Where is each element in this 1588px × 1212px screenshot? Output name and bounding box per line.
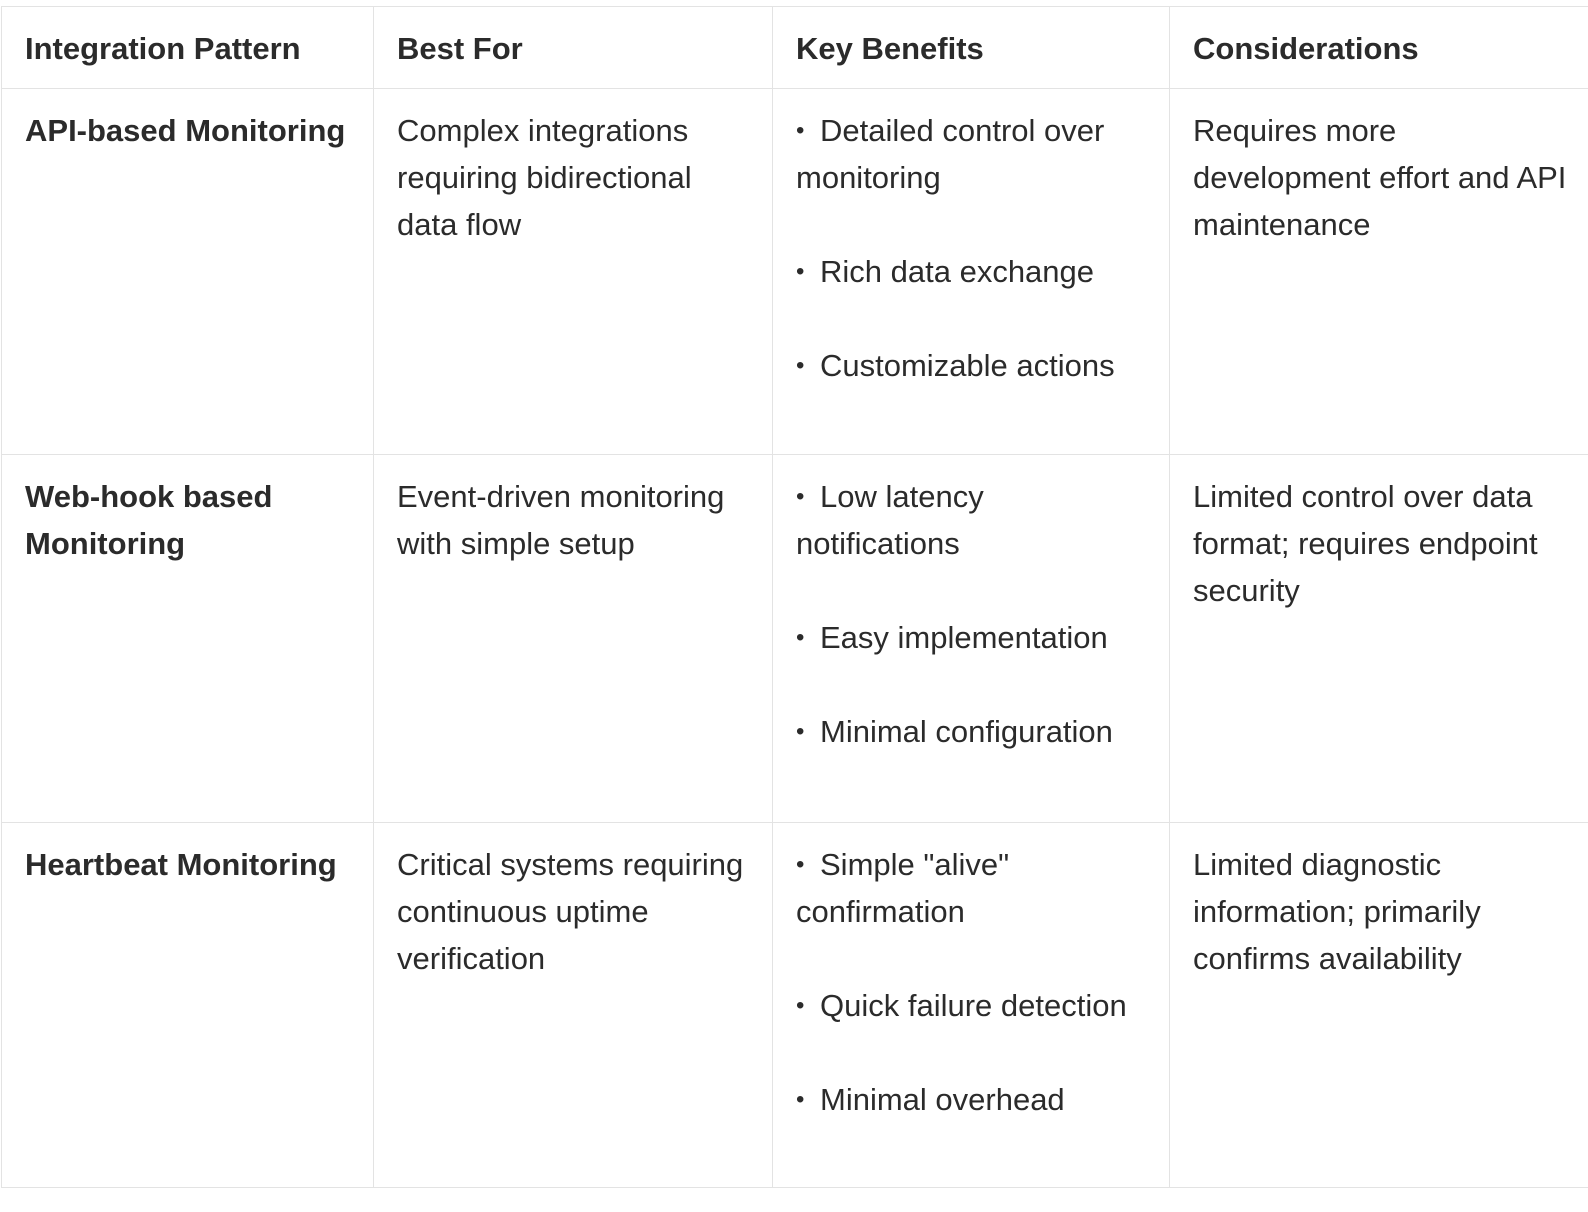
benefit-text: Minimal overhead: [820, 1082, 1065, 1117]
benefit-text: Detailed control over monitoring: [796, 113, 1105, 195]
header-key-benefits: Key Benefits: [772, 6, 1170, 89]
bullet-icon: •: [796, 851, 805, 878]
benefits-cell: •Simple "alive" confirmation •Quick fail…: [772, 822, 1170, 1188]
pattern-cell: Heartbeat Monitoring: [1, 822, 374, 1188]
benefit-item: • Quick failure detection: [796, 982, 1149, 1029]
benefit-text: Quick failure detection: [820, 988, 1127, 1023]
table-header-row: Integration Pattern Best For Key Benefit…: [1, 6, 1588, 89]
bullet-icon: •: [796, 352, 805, 379]
benefits-cell: •Low latency notifications •Easy impleme…: [772, 454, 1170, 823]
benefit-item: • Customizable actions: [796, 342, 1149, 389]
considerations-cell: Limited diagnostic information; primaril…: [1169, 822, 1588, 1188]
best-for-cell: Complex integrations requiring bidirecti…: [373, 88, 773, 455]
pattern-cell: API-based Monitoring: [1, 88, 374, 455]
table-row: Heartbeat Monitoring Critical systems re…: [1, 822, 1588, 1188]
benefit-item: • Minimal configuration: [796, 708, 1149, 755]
best-for-cell: Event-driven monitoring with simple setu…: [373, 454, 773, 823]
considerations-cell: Limited control over data format; requir…: [1169, 454, 1588, 823]
best-for-cell: Critical systems requiring continuous up…: [373, 822, 773, 1188]
benefit-item: • Minimal overhead: [796, 1076, 1149, 1123]
benefits-cell: •Detailed control over monitoring •Rich …: [772, 88, 1170, 455]
benefit-item: • Easy implementation: [796, 614, 1149, 661]
pattern-cell: Web-hook based Monitoring: [1, 454, 374, 823]
bullet-icon: •: [796, 992, 805, 1019]
bullet-icon: •: [796, 258, 805, 285]
benefit-text: Customizable actions: [820, 348, 1115, 383]
benefit-item: •Low latency notifications: [796, 473, 1149, 567]
header-integration-pattern: Integration Pattern: [1, 6, 374, 89]
benefit-text: Low latency notifications: [796, 479, 984, 561]
benefit-text: Easy implementation: [820, 620, 1108, 655]
header-considerations: Considerations: [1169, 6, 1588, 89]
bullet-icon: •: [796, 624, 805, 651]
benefit-text: Simple "alive" confirmation: [796, 847, 1010, 929]
benefit-item: •Detailed control over monitoring: [796, 107, 1149, 201]
benefit-text: Rich data exchange: [820, 254, 1095, 289]
integration-patterns-table: Integration Pattern Best For Key Benefit…: [1, 6, 1588, 1188]
header-best-for: Best For: [373, 6, 773, 89]
table-row: Web-hook based Monitoring Event-driven m…: [1, 454, 1588, 823]
considerations-cell: Requires more development effort and API…: [1169, 88, 1588, 455]
bullet-icon: •: [796, 483, 805, 510]
benefit-text: Minimal configuration: [820, 714, 1113, 749]
table-row: API-based Monitoring Complex integration…: [1, 88, 1588, 455]
bullet-icon: •: [796, 1086, 805, 1113]
benefit-item: •Simple "alive" confirmation: [796, 841, 1149, 935]
benefit-item: • Rich data exchange: [796, 248, 1149, 295]
bullet-icon: •: [796, 117, 805, 144]
bullet-icon: •: [796, 718, 805, 745]
